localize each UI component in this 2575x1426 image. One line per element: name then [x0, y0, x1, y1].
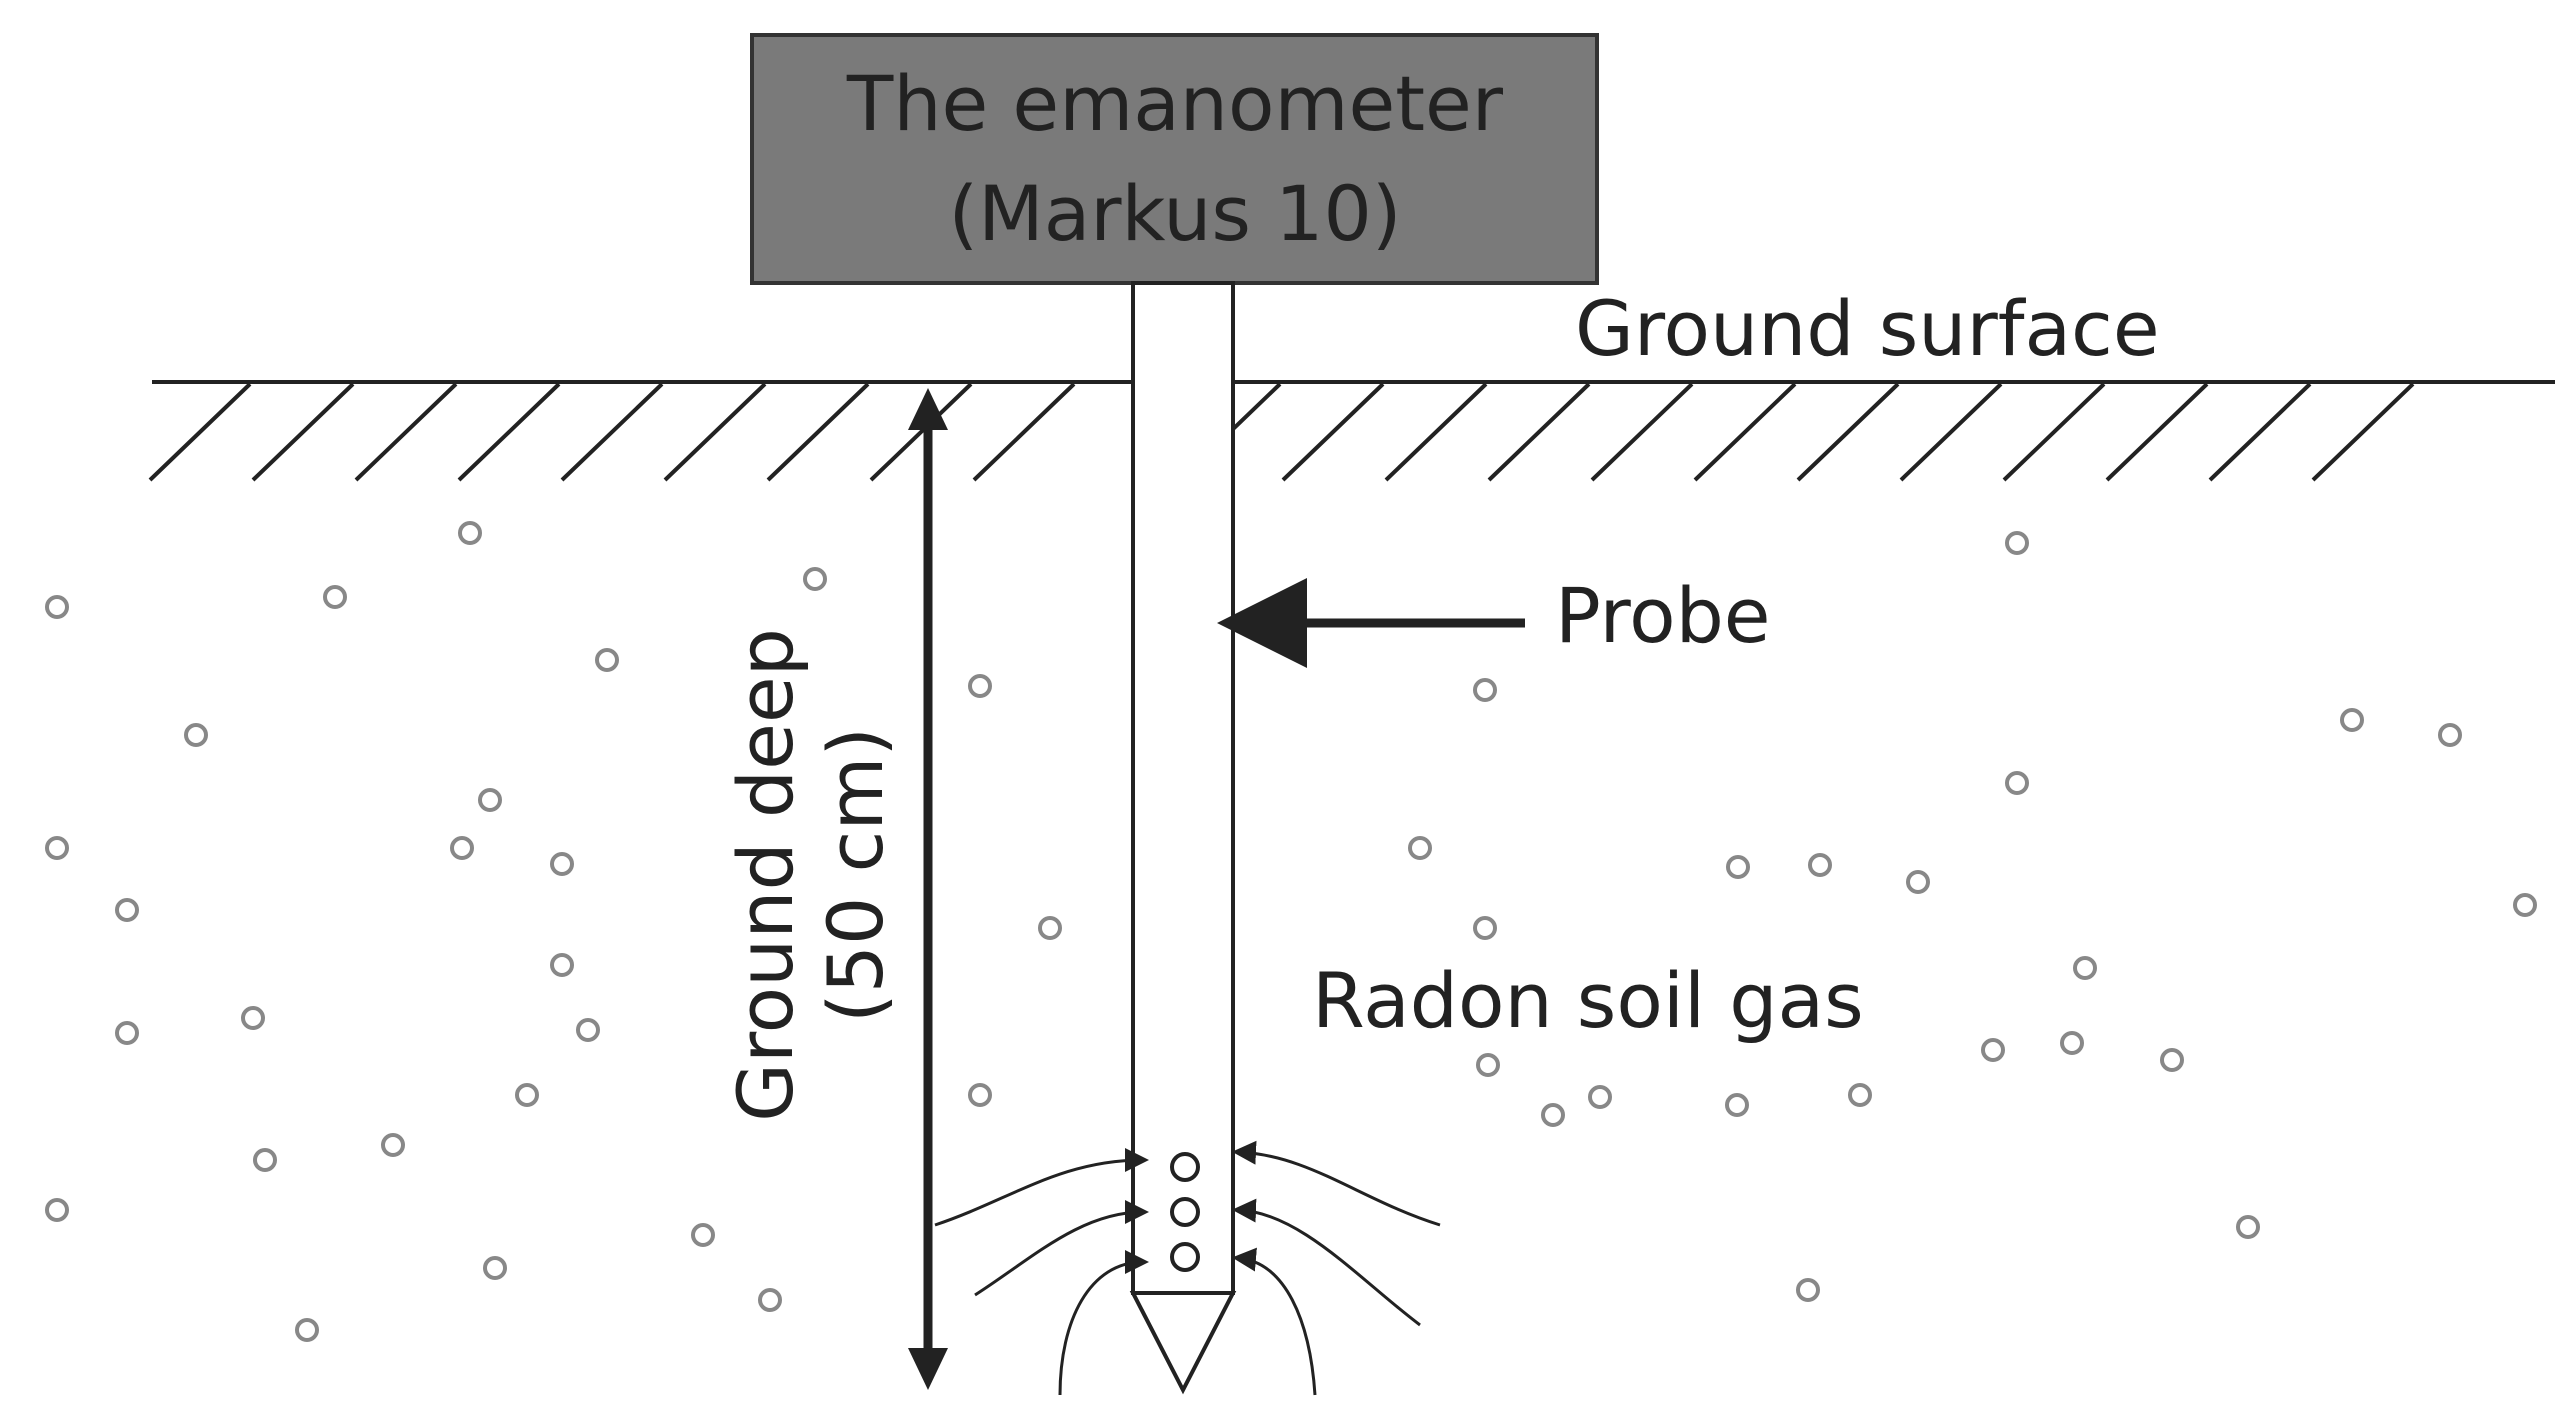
hatch-stroke	[560, 382, 664, 482]
gas-particle	[1796, 1278, 1820, 1302]
ground-surface-label: Ground surface	[1575, 284, 2160, 373]
hatch-stroke	[1487, 382, 1591, 482]
gas-particle	[550, 953, 574, 977]
gas-particle	[115, 1021, 139, 1045]
gas-particle	[1848, 1083, 1872, 1107]
gas-particle	[968, 674, 992, 698]
hatch-stroke	[251, 382, 355, 482]
hatch-stroke	[1796, 382, 1900, 482]
hatch-stroke	[1899, 382, 2003, 482]
gas-particle	[1726, 855, 1750, 879]
gas-particle	[1541, 1103, 1565, 1127]
emanometer-device: The emanometer (Markus 10)	[750, 33, 1599, 285]
gas-particle	[458, 521, 482, 545]
gas-particle	[2005, 771, 2029, 795]
gas-particle	[2073, 956, 2097, 980]
gas-particle	[45, 836, 69, 860]
hatch-stroke	[1693, 382, 1797, 482]
depth-arrow	[908, 388, 948, 1390]
flow-line	[1232, 1247, 1317, 1396]
gas-particle	[115, 898, 139, 922]
gas-particle	[1476, 1053, 1500, 1077]
gas-particle	[576, 1018, 600, 1042]
gas-particle	[323, 585, 347, 609]
hatch-stroke	[1384, 382, 1488, 482]
gas-particle	[253, 1148, 277, 1172]
gas-particle	[803, 567, 827, 591]
hatch-stroke	[2208, 382, 2312, 482]
probe-inlet-hole	[1170, 1152, 1200, 1182]
flow-line	[1232, 1198, 1421, 1327]
gas-particle	[483, 1256, 507, 1280]
gas-particle	[241, 1006, 265, 1030]
gas-particle	[2005, 531, 2029, 555]
emanometer-model: (Markus 10)	[949, 169, 1402, 258]
emanometer-box	[750, 33, 1599, 285]
gas-particle	[45, 595, 69, 619]
gas-particle	[2236, 1215, 2260, 1239]
depth-label: Ground deep (50 cm)	[721, 628, 900, 1122]
hatch-stroke	[148, 382, 252, 482]
gas-particle	[1588, 1085, 1612, 1109]
gas-particle	[2438, 723, 2462, 747]
flow-line	[934, 1148, 1149, 1227]
probe-label: Probe	[1555, 571, 1771, 660]
gas-particle	[1473, 916, 1497, 940]
gas-particle	[1408, 836, 1432, 860]
gas-flow-lines	[934, 1140, 1441, 1396]
depth-arrow-head-bottom	[908, 1348, 948, 1390]
probe-tip	[1129, 1291, 1237, 1395]
gas-particle	[450, 836, 474, 860]
radon-soil-gas-label: Radon soil gas	[1312, 956, 1864, 1045]
ground-hatching	[148, 382, 2415, 482]
flow-line	[974, 1200, 1149, 1297]
hatch-stroke	[972, 382, 1076, 482]
gas-particle	[2060, 1031, 2084, 1055]
gas-particle	[691, 1223, 715, 1247]
hatch-stroke	[869, 382, 973, 482]
hatch-stroke	[457, 382, 561, 482]
probe	[1129, 281, 1237, 1395]
depth-label-line2: (50 cm)	[811, 727, 900, 1023]
gas-particle	[184, 723, 208, 747]
gas-particle	[2340, 708, 2364, 732]
gas-particle	[1473, 678, 1497, 702]
depth-arrow-head-top	[908, 388, 948, 430]
hatch-stroke	[2105, 382, 2209, 482]
radon-gas-particles	[45, 521, 2537, 1342]
probe-inlet-hole	[1170, 1197, 1200, 1227]
flow-line	[1232, 1140, 1441, 1227]
depth-label-line1: Ground deep	[721, 628, 810, 1122]
gas-particle	[1038, 916, 1062, 940]
gas-particle	[2160, 1048, 2184, 1072]
gas-particle	[1906, 870, 1930, 894]
gas-particle	[515, 1083, 539, 1107]
flow-line	[1058, 1250, 1149, 1396]
hatch-stroke	[2002, 382, 2106, 482]
gas-particle	[1725, 1093, 1749, 1117]
probe-tube	[1131, 281, 1235, 1295]
gas-particle	[758, 1288, 782, 1312]
hatch-stroke	[354, 382, 458, 482]
gas-particle	[550, 852, 574, 876]
probe-inlet-hole	[1170, 1242, 1200, 1272]
gas-particle	[381, 1133, 405, 1157]
gas-particle	[478, 788, 502, 812]
gas-particle	[595, 648, 619, 672]
emanometer-title: The emanometer	[846, 59, 1504, 148]
hatch-stroke	[1281, 382, 1385, 482]
gas-particle	[1808, 853, 1832, 877]
gas-particle	[1981, 1038, 2005, 1062]
hatch-stroke	[766, 382, 870, 482]
hatch-stroke	[663, 382, 767, 482]
hatch-stroke	[2311, 382, 2415, 482]
gas-particle	[45, 1198, 69, 1222]
gas-particle	[295, 1318, 319, 1342]
gas-particle	[968, 1083, 992, 1107]
hatch-stroke	[1590, 382, 1694, 482]
gas-particle	[2513, 893, 2537, 917]
ground-surface	[148, 380, 2555, 482]
